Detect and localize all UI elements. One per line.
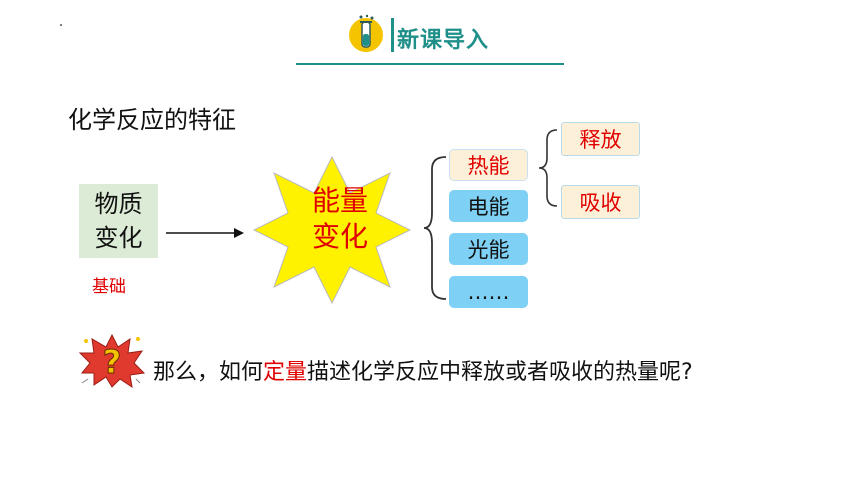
energy-forms-brace: [423, 156, 447, 300]
heat-release-box: 释放: [561, 122, 640, 156]
energy-change-line1: 能量: [311, 184, 368, 217]
question-prefix: 那么，如何: [153, 360, 264, 385]
header-underline: [296, 63, 564, 65]
matter-change-line1: 物质: [94, 190, 143, 218]
question-mark-burst-icon: ?: [78, 333, 146, 389]
heat-absorb-box: 吸收: [561, 185, 640, 219]
matter-change-line2: 变化: [94, 224, 143, 252]
question-suffix: 描述化学反应中释放或者吸收的热量呢?: [307, 360, 693, 385]
energy-change-line2: 变化: [311, 220, 368, 253]
question-text: 那么，如何定量描述化学反应中释放或者吸收的热量呢?: [153, 354, 693, 386]
svg-text:?: ?: [103, 343, 122, 381]
header-title: 新课导入: [397, 28, 490, 53]
heat-directions-brace: [538, 129, 558, 207]
page-dot: [60, 24, 62, 26]
energy-change-label: 能量 变化: [270, 183, 410, 255]
header-divider: [391, 18, 394, 52]
test-tube-icon: [349, 14, 383, 52]
energy-form-more: ……: [449, 276, 528, 308]
energy-form-heat: 热能: [449, 149, 528, 181]
matter-change-box: 物质 变化: [79, 184, 158, 258]
energy-form-light: 光能: [449, 233, 528, 265]
energy-form-electric: 电能: [449, 190, 528, 222]
question-highlight: 定量: [263, 360, 308, 385]
energy-star-shape: [252, 155, 412, 305]
basis-label: 基础: [92, 277, 126, 297]
arrow-right-icon: [166, 228, 244, 238]
section-title: 化学反应的特征: [68, 106, 236, 134]
